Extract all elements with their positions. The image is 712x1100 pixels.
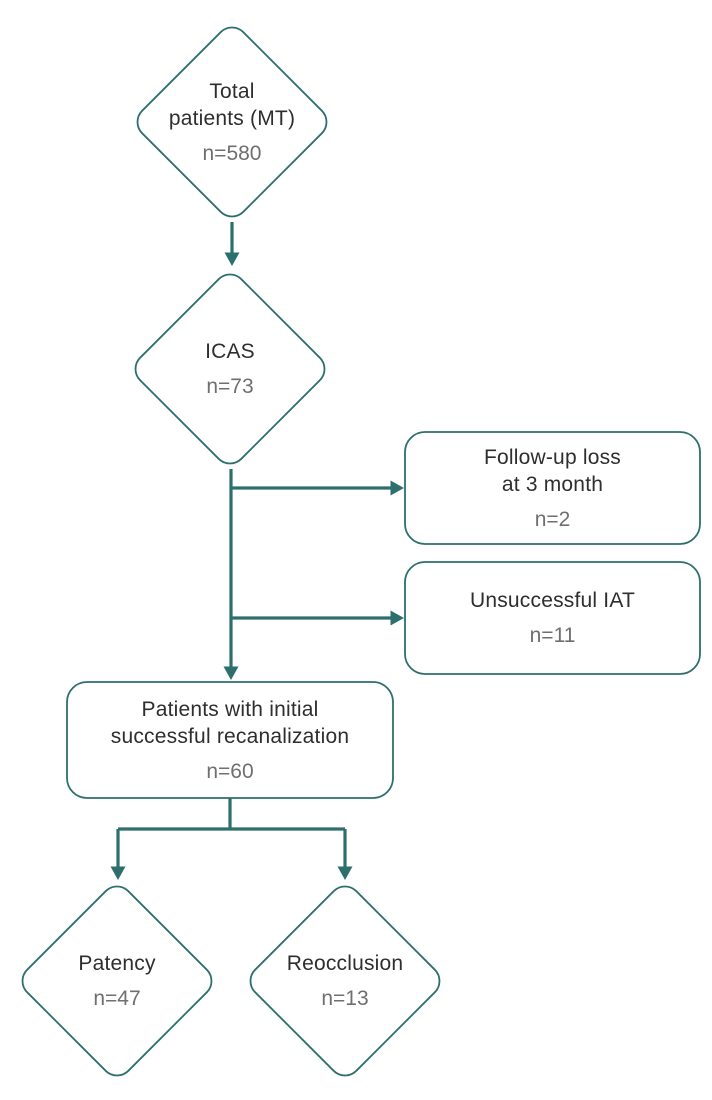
unsuccessful-iat-box [404,561,701,675]
arrowhead-right-icon [390,480,404,496]
icas-diamond [134,273,326,465]
arrowhead-down-icon [110,866,126,880]
patency-diamond [21,885,213,1077]
initial-successful-recanalization-box [66,681,394,799]
total-patients-diamond [136,26,328,218]
arrowhead-down-icon [223,666,239,680]
arrowhead-right-icon [390,610,404,626]
connector-recanalization-split [116,798,347,867]
follow-up-loss-box [404,431,701,545]
arrowhead-down-icon [224,252,240,266]
arrowhead-down-icon [337,866,353,880]
reocclusion-diamond [249,885,441,1077]
